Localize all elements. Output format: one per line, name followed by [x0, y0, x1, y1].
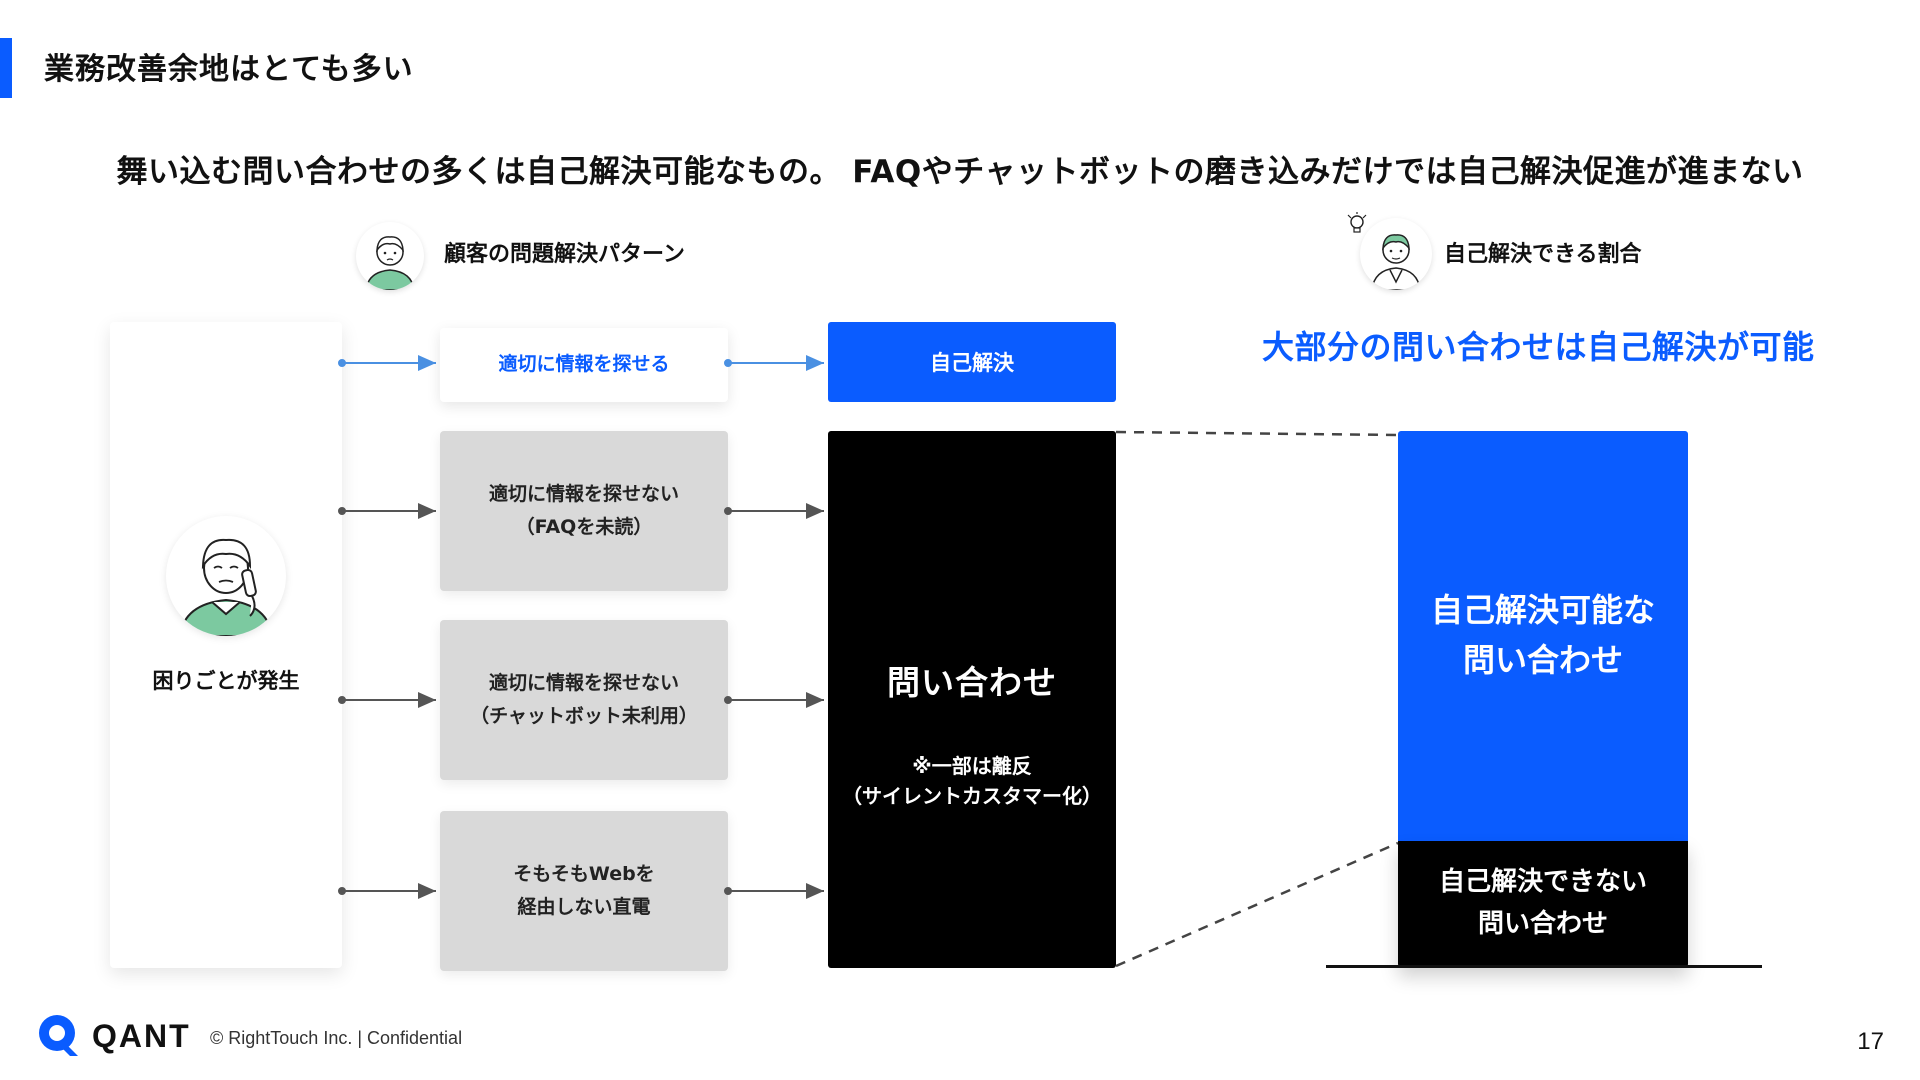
pattern-label: 適切に情報を探せる: [498, 353, 670, 376]
bar-label: 自己解決可能な: [1430, 591, 1655, 630]
headline: 舞い込む問い合わせの多くは自己解決可能なもの。 FAQやチャットボットの磨き込み…: [116, 154, 1804, 190]
person-on-phone-icon: [166, 516, 286, 636]
lightbulb-icon: [1346, 212, 1368, 238]
qant-logo-icon: [36, 1012, 82, 1058]
bar-label: 自己解決できない: [1438, 867, 1647, 898]
bar-not-self-solvable: 自己解決できない 問い合わせ: [1398, 841, 1688, 967]
bar-label: 問い合わせ: [1462, 641, 1623, 679]
pattern-sublabel: 経由しない直電: [517, 896, 651, 918]
legend-problem-patterns: 顧客の問題解決パターン: [444, 242, 685, 267]
bar-baseline: [1326, 965, 1762, 968]
trouble-panel: [110, 322, 342, 968]
pattern-sublabel: （チャットボット未利用）: [470, 705, 698, 727]
inquiry-note: ※一部は離反 （サイレントカスタマー化）: [828, 751, 1116, 811]
pattern-faq-unread: 適切に情報を探せない （FAQを未読）: [440, 431, 728, 591]
brand-name: QANT: [92, 1018, 191, 1054]
bar-self-solvable: 自己解決可能な 問い合わせ: [1398, 431, 1688, 841]
pattern-label: そもそもWebを: [513, 862, 655, 885]
pattern-chatbot-unused: 適切に情報を探せない （チャットボット未利用）: [440, 620, 728, 780]
trouble-occurs-label: 困りごとが発生: [152, 669, 300, 693]
pattern-label: 適切に情報を探せない: [488, 482, 679, 505]
pattern-can-find-info: 適切に情報を探せる: [440, 328, 728, 402]
page-number: 17: [1857, 1028, 1884, 1055]
thinking-person-with-lightbulb-icon: [1360, 218, 1432, 290]
legend-self-solve-ratio: 自己解決できる割合: [1444, 242, 1642, 267]
inquiry-note-line1: ※一部は離反: [912, 754, 1032, 778]
bar-label: 問い合わせ: [1477, 909, 1608, 939]
pattern-direct-call: そもそもWebを 経由しない直電: [440, 811, 728, 971]
page-title: 業務改善余地はとても多い: [44, 52, 414, 87]
pattern-label: 適切に情報を探せない: [488, 671, 679, 694]
inquiry-title: 問い合わせ: [887, 663, 1057, 702]
pattern-sublabel: （FAQを未読）: [515, 516, 653, 538]
zoom-guide-lines: [1115, 430, 1399, 968]
worried-person-icon: [356, 222, 424, 290]
result-self-solve: 自己解決: [828, 322, 1116, 402]
self-solve-callout: 大部分の問い合わせは自己解決が可能: [1262, 328, 1815, 366]
inquiry-note-line2: （サイレントカスタマー化）: [842, 784, 1102, 808]
result-inquiry: 問い合わせ ※一部は離反 （サイレントカスタマー化）: [828, 431, 1116, 968]
copyright: © RightTouch Inc. | Confidential: [210, 1028, 463, 1048]
title-accent-bar: [0, 38, 12, 98]
